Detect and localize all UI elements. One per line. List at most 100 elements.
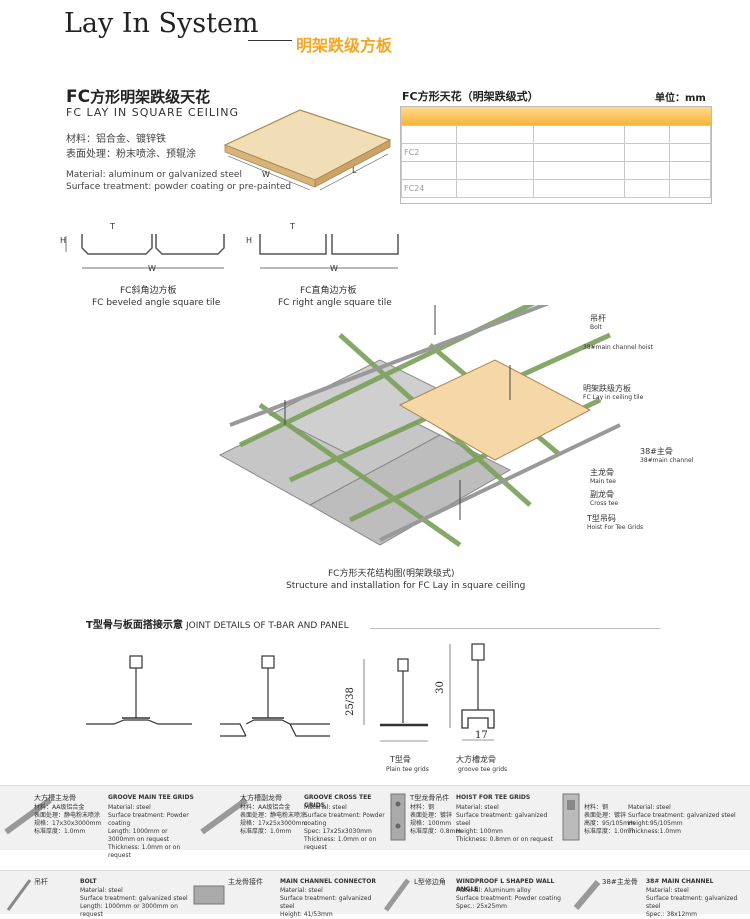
main-channel-image — [573, 880, 601, 910]
label-38-main-channel-en: 38#main channel — [640, 457, 694, 464]
spec-title-text: 方形天花（明架跌级式） — [417, 90, 539, 103]
groove-main-tee-e2: Length: 1000mm or 3000mm on request — [108, 828, 170, 843]
label-38-main-channel: 38#主骨 38#main channel — [640, 447, 693, 465]
hoist-tee-l0: 材料：钢 — [410, 804, 435, 811]
accessory-channel-hoist: 材料：钢 表面处理：镀锌 高度：95/105mm 标准厚度：1.0mm Mate… — [558, 790, 750, 845]
channel-hoist-en: Material: steel Surface treatment: galva… — [628, 804, 736, 836]
accessories-row-1 — [0, 785, 750, 850]
bolt-image — [6, 879, 32, 911]
channel-hoist-image — [562, 793, 580, 841]
accessory-groove-main-tee: 大方槽主龙骨 材料：AA级铝合金 表面处理：静电粉末喷涂 规格：17x30x30… — [0, 790, 195, 859]
connector-e0: Material: steel — [280, 887, 323, 894]
main-channel-en: Material: steel Surface treatment: galva… — [646, 887, 750, 919]
spec-title-prefix: FC — [402, 90, 418, 103]
joint-title-en: JOINT DETAILS OF T-BAR AND PANEL — [186, 621, 349, 631]
right-dim-h: H — [246, 236, 253, 245]
accessory-38-main-channel: 38#主龙骨 38# MAIN CHANNEL Material: steel … — [570, 874, 750, 918]
groove-main-tee-title: GROOVE MAIN TEE GRIDS — [108, 794, 194, 801]
accessories-row-2 — [0, 870, 750, 914]
beveled-caption-cn: FC斜角边方板 — [120, 286, 177, 296]
wall-angle-image — [383, 878, 411, 912]
connector-image — [193, 885, 225, 905]
plain-tee-en: Plain tee grids — [386, 766, 429, 773]
groove-cross-tee-l2: 规格：17x25x3000mm — [240, 820, 308, 827]
page-title: Lay In System — [64, 8, 259, 39]
accessory-main-channel-connector: 主龙骨接件 MAIN CHANNEL CONNECTOR Material: s… — [190, 874, 380, 918]
groove-cross-tee-l1: 表面处理：静电粉末喷涂 — [240, 812, 307, 819]
groove-cross-tee-l3: 标准厚度：1.0mm — [240, 828, 292, 835]
accessory-hoist-tee: T型龙骨吊件 材料：钢 表面处理：镀锌 规格：100mm 标准厚度：0.8mm … — [386, 790, 556, 845]
hoist-tee-en: Material: steel Surface treatment: galva… — [456, 804, 556, 844]
spec-row-3 — [401, 161, 457, 180]
spec-row-2: FC2 — [401, 143, 457, 162]
channel-hoist-l1: 表面处理：镀锌 — [584, 812, 627, 819]
label-cross-tee-en: Cross tee — [590, 500, 619, 507]
panel-isometric-drawing — [223, 109, 392, 191]
bolt-en: Material: steel Surface treatment: galva… — [80, 887, 190, 919]
product-title: FC方形明架跌级天花 — [66, 86, 210, 107]
groove-cross-tee-title: GROOVE CROSS TEE GRIDS — [304, 794, 372, 809]
connector-e2: Height: 41/53mm — [280, 911, 333, 918]
channel-hoist-e2: Height:95/105mm — [628, 820, 683, 827]
beveled-tile-section — [65, 234, 225, 269]
connector-title: MAIN CHANNEL CONNECTOR — [280, 878, 376, 885]
spec-unit: 单位：mm — [655, 93, 706, 104]
main-channel-e2: Spec.: 38x12mm — [646, 911, 697, 918]
install-caption-en: Structure and installation for FC Lay in… — [286, 581, 526, 591]
channel-hoist-e3: Thickness:1.0mm — [628, 828, 681, 835]
page-subtitle: 明架跌级方板 — [296, 36, 393, 55]
groove-cross-tee-e1: Surface treatment: Powder coating — [304, 812, 385, 827]
wall-angle-en: Material: Aluminum alloy Surface treatme… — [456, 887, 561, 911]
label-hoist-tee-cn: T型吊码 — [587, 514, 616, 523]
groove-cross-tee-e0: Material: steel — [304, 804, 347, 811]
spec-table-body: FC2 FC24 — [401, 125, 711, 198]
surface-cn: 表面处理：粉末喷涂、预辊涂 — [66, 149, 196, 160]
product-title-prefix: FC — [66, 87, 91, 107]
spec-table: FC2 FC24 — [400, 106, 712, 204]
right-angle-tile-section — [259, 234, 399, 269]
hoist-tee-e3: Thickness: 0.8mm or on request — [456, 836, 553, 843]
groove-tee-cn: 大方槽龙骨 — [456, 755, 496, 764]
groove-main-tee-cn: 大方槽主龙骨 — [34, 794, 76, 802]
label-main-channel-hoist: 38#main channel hoist — [583, 344, 653, 351]
groove-cross-tee-cn-lines: 材料：AA级铝合金 表面处理：静电粉末喷涂 规格：17x25x3000mm 标准… — [240, 804, 307, 836]
wall-angle-title: WINDPROOF L SHAPED WALL ANGLE — [456, 878, 555, 893]
beveled-caption-en: FC beveled angle square tile — [92, 298, 221, 308]
groove-cross-tee-en: Material: steel Surface treatment: Powde… — [304, 804, 386, 852]
bolt-e0: Material: steel — [80, 887, 123, 894]
groove-cross-tee-e2: Spec: 17x25x3030mm — [304, 828, 372, 835]
bolt-title: BOLT — [80, 878, 97, 885]
groove-main-tee-cn-lines: 材料：AA级铝合金 表面处理：静电粉末喷涂 规格：17x30x3000mm 标准… — [34, 804, 101, 836]
hoist-tee-e2: Height: 100mm — [456, 828, 503, 835]
accessory-groove-cross-tee: 大方槽副龙骨 材料：AA级铝合金 表面处理：静电粉末喷涂 规格：17x25x30… — [196, 790, 386, 851]
hoist-tee-title: HOIST FOR TEE GRIDS — [456, 794, 531, 801]
connector-cn: 主龙骨接件 — [228, 878, 263, 886]
label-bolt-en: Bolt — [590, 324, 602, 331]
dim-l-label: L — [352, 166, 357, 175]
bolt-cn: 吊杆 — [34, 878, 48, 886]
hoist-tee-l1: 表面处理：镀锌 — [410, 812, 453, 819]
bolt-e2: Length: 1000mm or 3000mm on request — [80, 903, 178, 918]
connector-en: Material: steel Surface treatment: galva… — [280, 887, 380, 919]
bolt-e1: Surface treatment: galvanized steel — [80, 895, 188, 902]
spec-row-1 — [401, 125, 457, 144]
groove-main-tee-l2: 规格：17x30x3000mm — [34, 820, 102, 827]
label-main-tee-cn: 主龙骨 — [590, 468, 614, 477]
hoist-tee-l3: 标准厚度：0.8mm — [410, 828, 462, 835]
main-channel-title: 38# MAIN CHANNEL — [646, 878, 714, 885]
channel-hoist-l0: 材料：钢 — [584, 804, 609, 811]
groove-cross-tee-l0: 材料：AA级铝合金 — [240, 804, 291, 811]
groove-main-tee-e0: Material: steel — [108, 804, 151, 811]
groove-main-tee-en: Material: steel Surface treatment: Powde… — [108, 804, 195, 860]
main-channel-cn: 38#主龙骨 — [602, 878, 638, 886]
channel-hoist-l2: 高度：95/105mm — [584, 820, 635, 827]
hoist-tee-image — [390, 793, 406, 841]
joint-detail-stepped — [220, 655, 330, 737]
hoist-tee-cn: T型龙骨吊件 — [410, 794, 450, 802]
product-title-cn: 方形明架跌级天花 — [90, 88, 211, 106]
right-caption-en: FC right angle square tile — [278, 298, 392, 308]
installation-drawing — [218, 305, 621, 548]
beveled-dim-h: H — [60, 236, 67, 245]
hoist-tee-l2: 规格：100mm — [410, 820, 452, 827]
channel-hoist-e1: Surface treatment: galvanized steel — [628, 812, 736, 819]
